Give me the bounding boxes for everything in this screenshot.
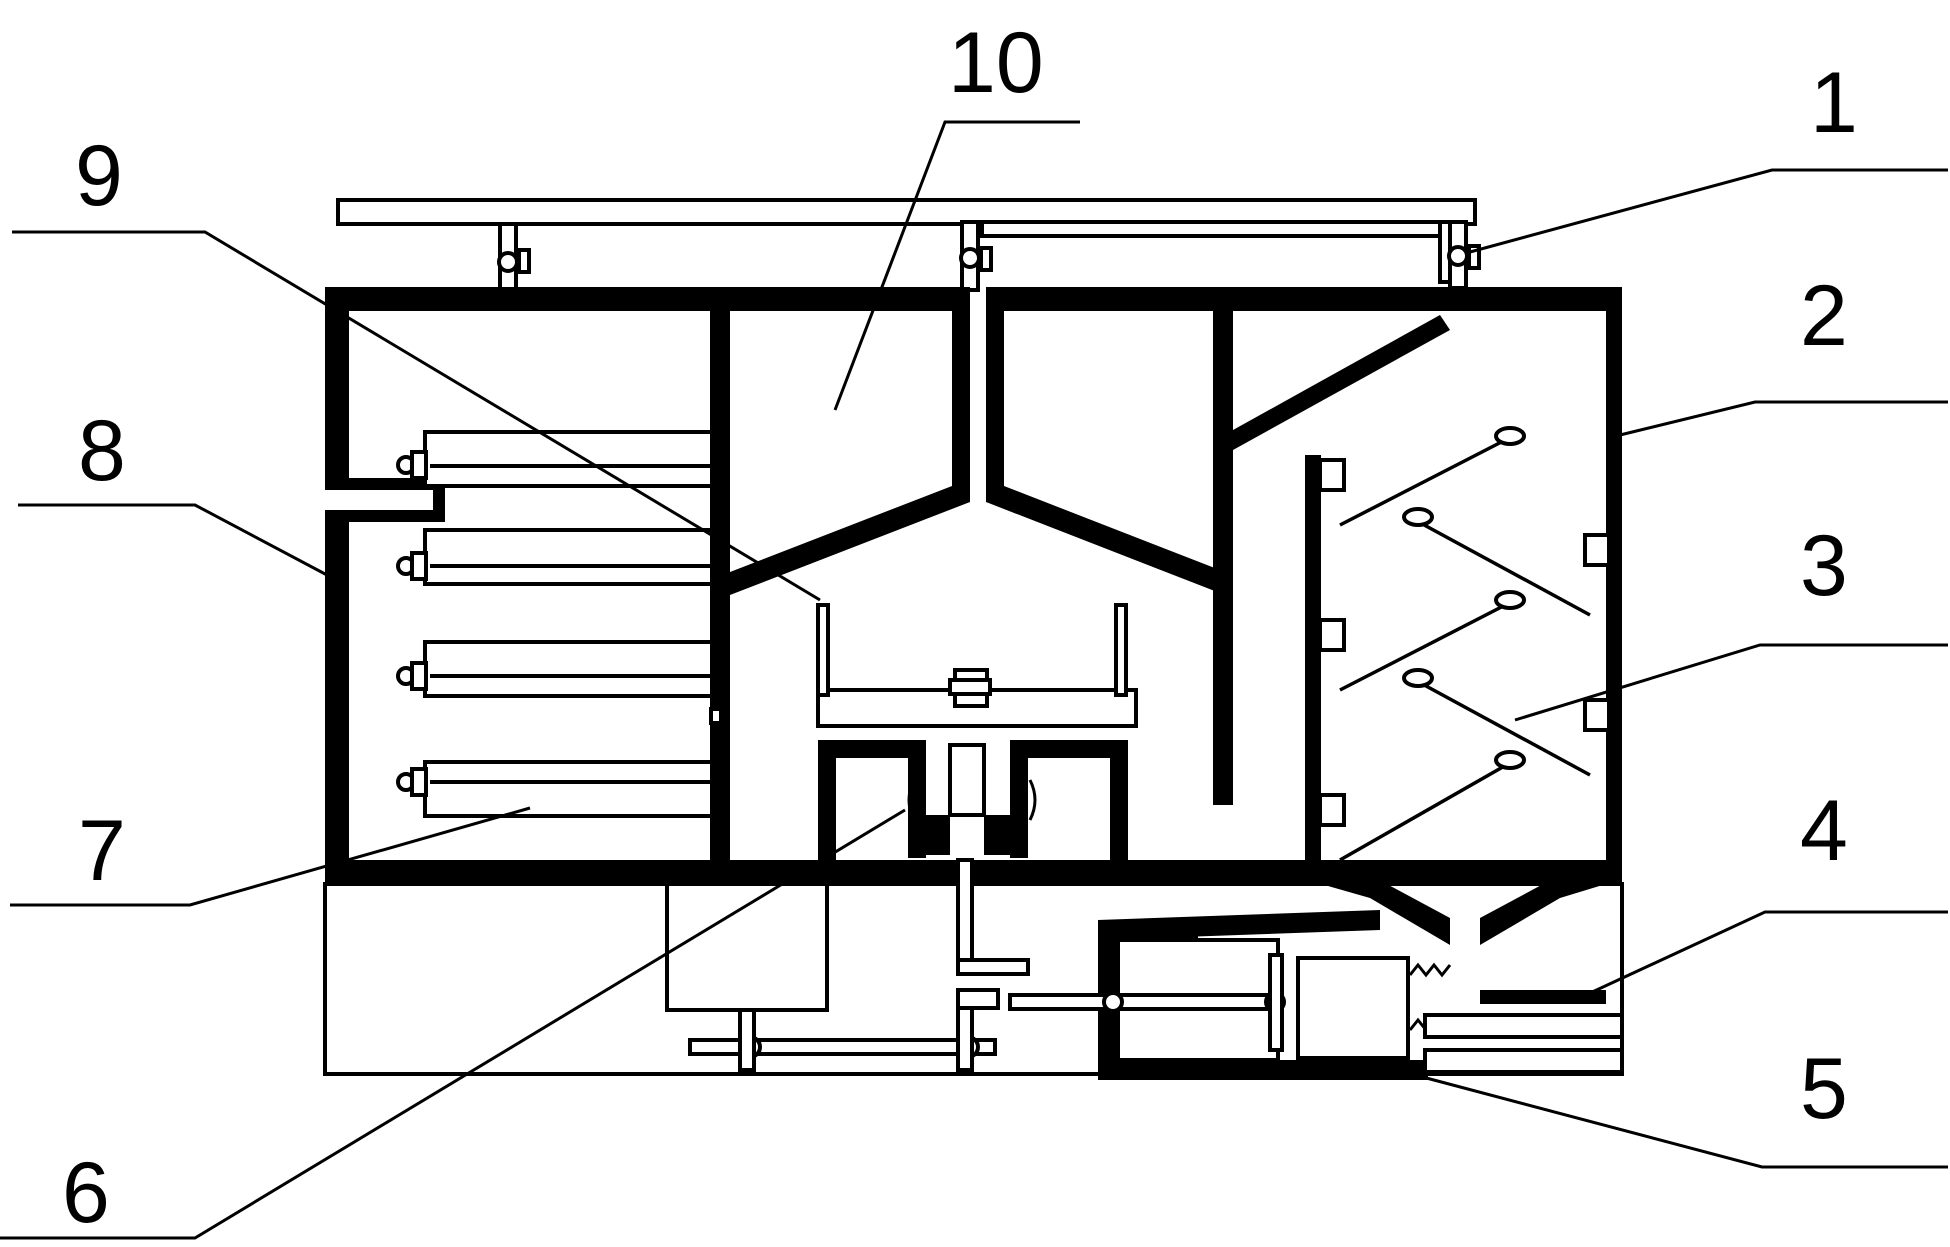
bearing-block bbox=[818, 740, 1128, 875]
left-divider bbox=[710, 305, 730, 875]
discharge-funnel bbox=[1321, 860, 1606, 945]
callout-5: 5 bbox=[1800, 1041, 1848, 1137]
top-bolt-right bbox=[1447, 220, 1481, 290]
callout-1: 1 bbox=[1810, 55, 1858, 151]
rotating-tray bbox=[816, 603, 1138, 728]
callout-4: 4 bbox=[1800, 783, 1848, 879]
callout-3: 3 bbox=[1800, 518, 1848, 614]
top-bolt-center bbox=[959, 220, 993, 292]
callout-9: 9 bbox=[75, 128, 123, 224]
piston-assembly bbox=[1008, 910, 1624, 1080]
callout-10: 10 bbox=[948, 15, 1044, 111]
conveyor-chamber bbox=[1305, 426, 1611, 875]
left-divider-pin bbox=[709, 707, 723, 725]
callout-8: 8 bbox=[78, 403, 126, 499]
callout-6: 6 bbox=[62, 1145, 110, 1241]
leader-lines bbox=[0, 120, 1948, 1240]
central-hopper bbox=[730, 305, 1450, 805]
callout-7: 7 bbox=[78, 803, 126, 899]
cylinder-bank bbox=[396, 430, 714, 818]
callout-2: 2 bbox=[1800, 268, 1848, 364]
